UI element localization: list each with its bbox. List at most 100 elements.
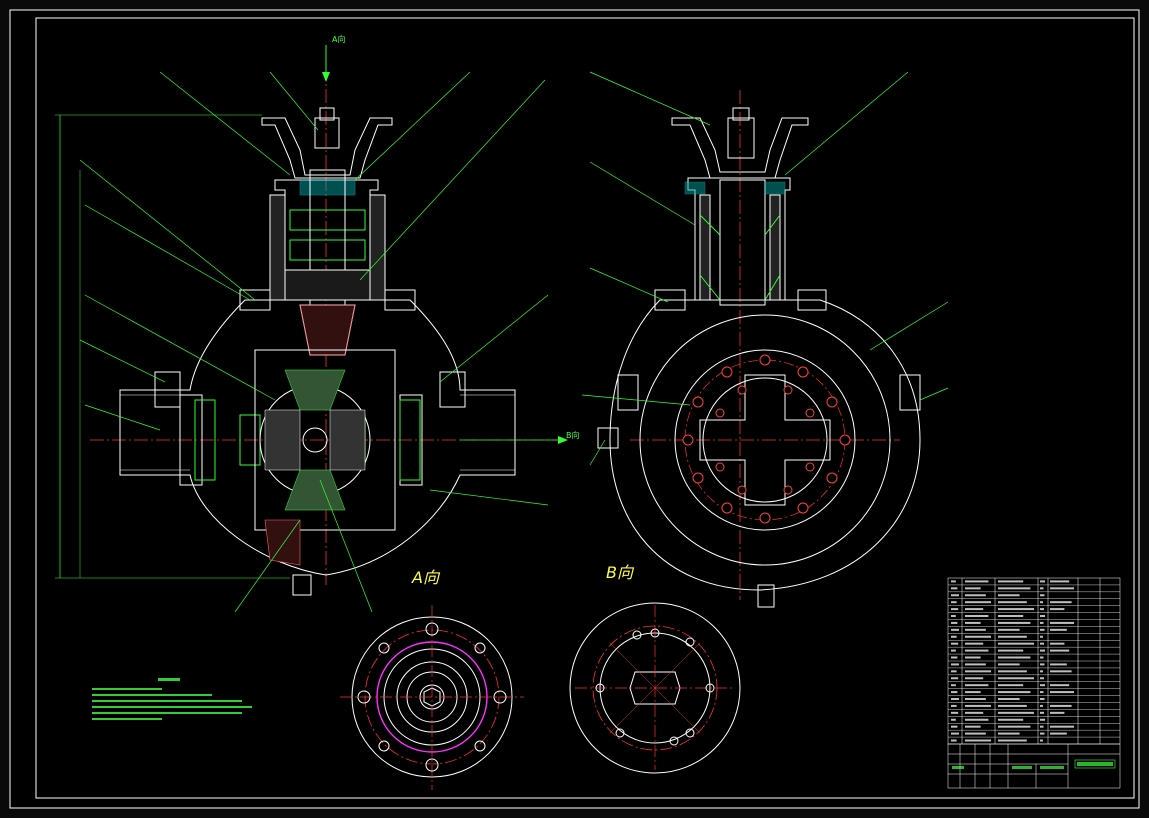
bom-cell-text (1050, 725, 1074, 728)
bom-cell-text (1050, 601, 1072, 604)
bom-cell-text (965, 635, 991, 638)
view-a-title: A向 (411, 568, 441, 587)
bom-cell-text (965, 608, 984, 611)
bom-cell-text (965, 691, 981, 694)
bom-cell-text (1040, 691, 1044, 694)
bom-cell-text (965, 725, 981, 728)
bom-cell-text (965, 594, 986, 597)
bom-cell-text (998, 580, 1024, 583)
bom-cell-text (951, 621, 958, 624)
bom-cell-text (951, 635, 957, 638)
bom-cell-text (1040, 649, 1045, 652)
bom-cell-text (998, 587, 1031, 590)
bom-cell-text (998, 732, 1020, 735)
bom-cell-text (998, 725, 1031, 728)
bom-cell-text (998, 684, 1024, 687)
bom-cell-text (965, 615, 989, 618)
bom-cell-text (965, 649, 989, 652)
bom-cell-text (1050, 732, 1067, 735)
bom-cell-text (965, 580, 989, 583)
bom-cell-text (1040, 580, 1045, 583)
bom-cell-text (965, 732, 986, 735)
bom-cell-text (998, 739, 1027, 742)
bom-cell-text (1040, 732, 1045, 735)
bom-cell-text (951, 725, 958, 728)
bom-cell-text (965, 656, 981, 659)
bom-cell-text (965, 711, 984, 714)
title-block (947, 743, 1121, 789)
bom-cell-text (1050, 608, 1065, 611)
bom-cell-text (951, 594, 959, 597)
bom-cell-text (1040, 739, 1043, 742)
bom-cell-text (965, 704, 991, 707)
bom-rows (948, 584, 1120, 738)
bom-cell-text (965, 601, 991, 604)
bom-cell-text (951, 580, 956, 583)
view-a-direction-label: A向 (332, 34, 345, 44)
view-a-drawing (340, 605, 524, 790)
bom-cell-text (998, 601, 1027, 604)
bom-cell-text (1040, 594, 1045, 597)
bom-cell-text (1050, 642, 1065, 645)
bom-cell-text (951, 656, 958, 659)
bom-cell-text (965, 677, 984, 680)
bom-cell-text (965, 642, 984, 645)
bom-cell-text (1040, 725, 1044, 728)
bom-cell-text (998, 704, 1027, 707)
bom-cell-text (1040, 698, 1045, 701)
bom-cell-text (951, 704, 957, 707)
bom-cell-text (998, 615, 1024, 618)
bom-cell-text (965, 698, 986, 701)
bom-cell-text (951, 677, 959, 680)
bom-cell-text (998, 670, 1027, 673)
bom-cell-text (998, 691, 1031, 694)
bom-cell-text (1040, 635, 1043, 638)
bom-cell-text (1050, 691, 1074, 694)
bom-cell-text (1040, 628, 1045, 631)
bom-cell-text (998, 621, 1031, 624)
bom-cell-text (1040, 718, 1045, 721)
bom-cell-text (1040, 684, 1045, 687)
bom-cell-text (998, 663, 1020, 666)
bom-cell-text (1050, 704, 1072, 707)
bom-cell-text (965, 739, 991, 742)
technical-notes (92, 678, 252, 720)
bom-cell-text (1040, 711, 1044, 714)
leaders-section-a (79, 71, 568, 613)
bom-cell-text (998, 649, 1024, 652)
bom-cell-text (951, 608, 959, 611)
bom-cell-text (965, 663, 986, 666)
bom-cell-text (1050, 684, 1070, 687)
bom-cell-text (951, 601, 957, 604)
bom-cell-text (1050, 663, 1067, 666)
bom-cell-text (1050, 587, 1074, 590)
bom-cell-text (1040, 615, 1045, 618)
bom-cell-text (951, 670, 957, 673)
bom-cell-text (951, 711, 959, 714)
bom-cell-marks (951, 580, 1074, 742)
bom-cell-text (998, 628, 1020, 631)
bom-cell-text (965, 628, 986, 631)
bom-cell-text (1040, 642, 1044, 645)
bom-cell-text (951, 663, 959, 666)
bom-cell-text (998, 677, 1034, 680)
bom-cell-text (951, 649, 956, 652)
bom-cell-text (998, 594, 1020, 597)
view-b-drawing (569, 602, 741, 774)
bom-cell-text (998, 718, 1024, 721)
bom-cell-text (1040, 587, 1044, 590)
bom-cell-text (965, 684, 989, 687)
bom-cell-text (1040, 601, 1043, 604)
inner-frame (35, 17, 1135, 799)
bom-cell-text (1050, 649, 1070, 652)
bom-cell-text (965, 670, 991, 673)
bom-cell-text (965, 621, 981, 624)
bom-cell-text (951, 628, 959, 631)
bom-cell-text (1040, 663, 1045, 666)
bom-cell-text (951, 698, 959, 701)
leaders-side-view (581, 71, 949, 466)
bom-cell-text (1040, 670, 1043, 673)
bom-cell-text (1040, 704, 1043, 707)
outer-frame (9, 9, 1140, 809)
